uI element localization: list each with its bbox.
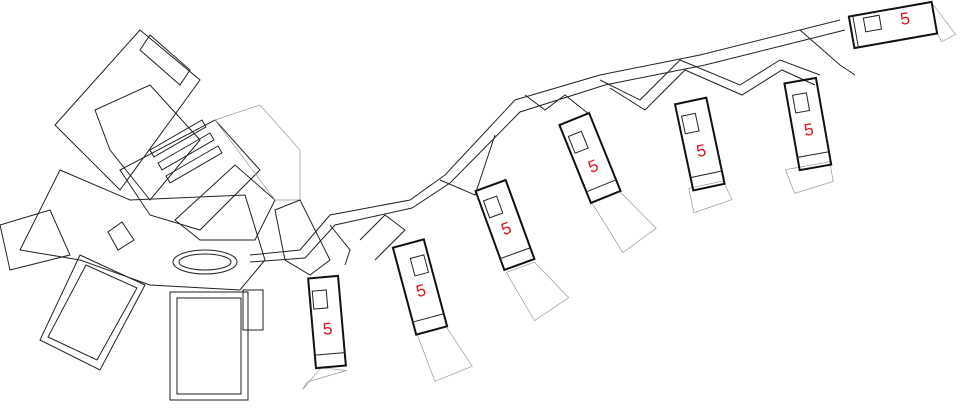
guest-unit: 5 <box>302 274 347 390</box>
guest-unit: 5 <box>558 111 657 254</box>
unit-label: 5 <box>695 141 708 162</box>
unit-label: 5 <box>322 319 333 339</box>
guest-unit: 5 <box>391 238 473 382</box>
main-building <box>0 29 331 401</box>
guest-unit: 5 <box>783 76 834 194</box>
unit-label: 5 <box>803 120 816 140</box>
unit-label: 5 <box>414 280 428 301</box>
guest-unit: 5 <box>474 178 570 322</box>
unit-label: 5 <box>899 9 912 29</box>
guest-unit: 5 <box>673 96 733 214</box>
guest-unit: 5 <box>847 0 957 50</box>
corridor <box>249 19 856 266</box>
unit-label: 5 <box>585 156 601 177</box>
unit-label: 5 <box>499 218 514 239</box>
